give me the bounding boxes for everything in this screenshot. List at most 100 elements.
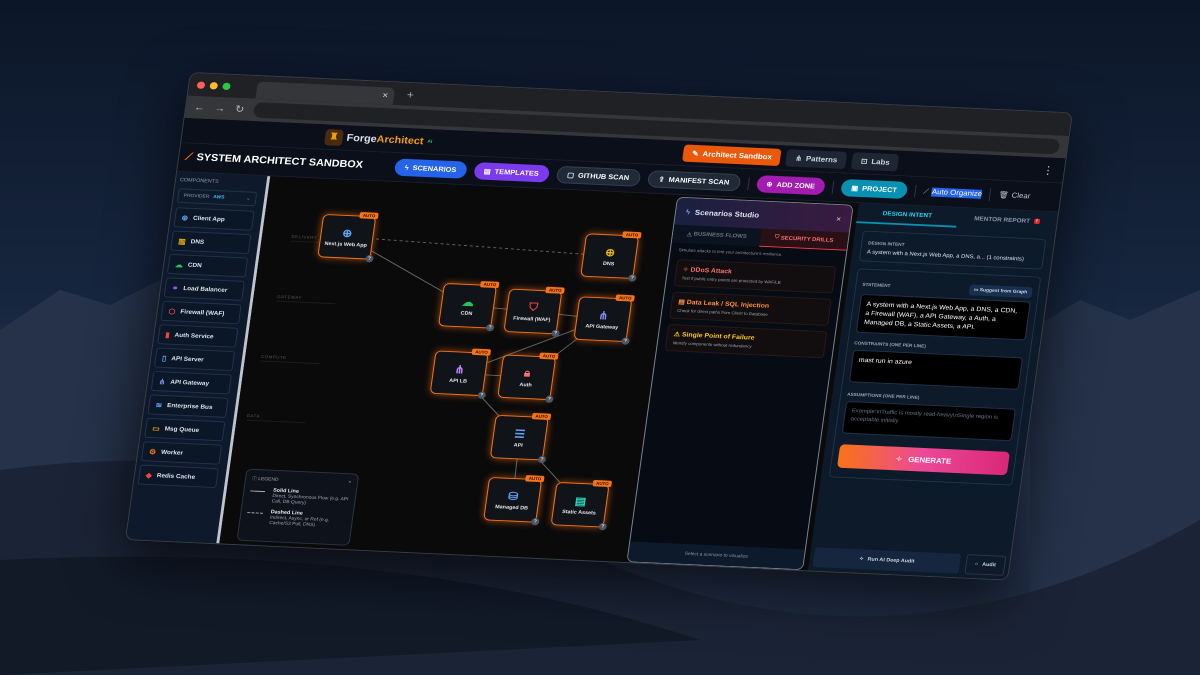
sidebar-item-load-balancer[interactable]: ⚭Load Balancer bbox=[163, 277, 245, 301]
sidebar-item-label: API Gateway bbox=[169, 378, 210, 387]
templates-button[interactable]: ▤TEMPLATES bbox=[472, 162, 550, 183]
sidebar-item-api-gateway[interactable]: ⋔API Gateway bbox=[150, 371, 232, 395]
auto-badge: AUTO bbox=[525, 475, 545, 483]
reload-icon[interactable]: ↻ bbox=[234, 103, 245, 116]
assumptions-textarea[interactable]: Example:\nTraffic is mostly read-heavy\n… bbox=[841, 401, 1016, 442]
nav-labs[interactable]: ⊡Labs bbox=[850, 152, 900, 172]
sidebar-heading: COMPONENTS bbox=[179, 177, 219, 185]
node-db[interactable]: AUTO⛁Managed DB? bbox=[483, 475, 545, 526]
legend-close-icon[interactable]: × bbox=[347, 479, 352, 486]
browser-menu-icon[interactable]: ⋮ bbox=[1041, 163, 1055, 177]
nav-architect-sandbox[interactable]: ✎Architect Sandbox bbox=[682, 144, 782, 167]
component-icon: ☁ bbox=[174, 260, 184, 269]
sidebar-item-label: Firewall (WAF) bbox=[179, 308, 225, 317]
auto-badge: AUTO bbox=[471, 348, 492, 356]
constraints-textarea[interactable]: mast run in azure bbox=[848, 350, 1024, 391]
run-ai-deep-audit-button[interactable]: ✧Run AI Deep Audit bbox=[812, 547, 962, 574]
sidebar-item-label: DNS bbox=[190, 238, 205, 246]
button-icon: ▤ bbox=[483, 167, 492, 176]
page-title-text: SYSTEM ARCHITECT SANDBOX bbox=[195, 152, 364, 171]
drill-icon: ▤ bbox=[677, 299, 686, 306]
component-icon: ◆ bbox=[145, 470, 153, 480]
audit-button[interactable]: ○Audit bbox=[964, 554, 1007, 576]
sidebar-item-auth-service[interactable]: ▮Auth Service bbox=[157, 324, 239, 348]
component-icon: ⚙ bbox=[148, 447, 157, 456]
scenarios-title: Scenarios Studio bbox=[694, 207, 760, 219]
suggest-from-graph-button[interactable]: ▭ Suggest from Graph bbox=[968, 284, 1033, 299]
node-label: API bbox=[513, 442, 524, 449]
node-lb[interactable]: AUTO⋔API LB? bbox=[429, 348, 492, 399]
tab-mentor-report[interactable]: MENTOR REPORT! bbox=[973, 215, 1040, 225]
node-static[interactable]: AUTO▤Static Assets? bbox=[550, 479, 613, 531]
node-gw[interactable]: AUTO⋔API Gateway? bbox=[573, 294, 635, 345]
node-label: CDN bbox=[460, 310, 473, 317]
node-icon: ⛁ bbox=[507, 489, 520, 503]
button-icon: ϟ bbox=[404, 163, 410, 172]
button-label: ADD ZONE bbox=[776, 180, 816, 191]
tab-design-intent[interactable]: DESIGN INTENT bbox=[856, 203, 959, 228]
sidebar-item-worker[interactable]: ⚙Worker bbox=[140, 441, 223, 465]
sidebar-item-label: CDN bbox=[187, 261, 203, 269]
sidebar-item-label: Auth Service bbox=[174, 331, 215, 340]
auto-badge: AUTO bbox=[545, 286, 565, 294]
node-web[interactable]: AUTO⊕Next.js Web App? bbox=[317, 212, 379, 263]
sidebar-item-client-app[interactable]: ⊕Client App bbox=[173, 207, 255, 231]
wand-icon: ⟋ bbox=[184, 151, 194, 163]
sidebar-item-firewall-waf-[interactable]: ⬡Firewall (WAF) bbox=[160, 300, 242, 325]
tab-close-icon[interactable]: × bbox=[381, 90, 389, 101]
provider-value: AWS bbox=[212, 194, 225, 201]
edge-web-dns[interactable] bbox=[346, 236, 611, 257]
statement-textarea[interactable]: A system with a Next.js Web App, a DNS, … bbox=[855, 293, 1031, 341]
node-label: Next.js Web App bbox=[324, 240, 368, 249]
dashed-line-swatch bbox=[245, 512, 263, 526]
auto-badge: AUTO bbox=[359, 212, 379, 220]
provider-label: PROVIDER bbox=[183, 193, 210, 200]
sidebar-item-cdn[interactable]: ☁CDN bbox=[166, 254, 249, 278]
node-dns[interactable]: AUTO⊕DNS? bbox=[580, 231, 642, 282]
maximize-window-button[interactable] bbox=[222, 82, 231, 90]
sidebar-item-label: Client App bbox=[192, 214, 226, 223]
sidebar-item-api-server[interactable]: ▯API Server bbox=[153, 347, 236, 372]
node-label: API Gateway bbox=[585, 323, 619, 331]
component-icon: ⊕ bbox=[181, 213, 189, 222]
sidebar-item-redis-cache[interactable]: ◆Redis Cache bbox=[137, 464, 219, 489]
generate-button[interactable]: ✧GENERATE bbox=[836, 444, 1010, 476]
manifest-scan-button[interactable]: ⇪MANIFEST SCAN bbox=[646, 170, 742, 192]
node-cdn[interactable]: AUTO☁CDN? bbox=[438, 280, 500, 332]
project-button[interactable]: ▣PROJECT bbox=[840, 178, 908, 200]
close-window-button[interactable] bbox=[196, 80, 206, 89]
minimize-window-button[interactable] bbox=[209, 81, 219, 90]
auto-badge: AUTO bbox=[622, 231, 642, 239]
nav-patterns[interactable]: ⋔Patterns bbox=[785, 149, 848, 170]
node-auth[interactable]: AUTO🔒︎Auth? bbox=[497, 352, 559, 403]
component-icon: ▥ bbox=[177, 236, 187, 246]
back-icon[interactable]: ← bbox=[193, 101, 206, 113]
node-icon: 🔒︎ bbox=[523, 366, 532, 380]
close-icon[interactable]: × bbox=[835, 214, 842, 223]
nav-label: Patterns bbox=[805, 154, 838, 165]
sidebar-item-enterprise-bus[interactable]: ≋Enterprise Bus bbox=[147, 394, 229, 418]
node-label: Static Assets bbox=[561, 508, 597, 516]
button-label: MANIFEST SCAN bbox=[668, 175, 730, 187]
node-api[interactable]: AUTO☰API? bbox=[489, 412, 552, 464]
github-scan-button[interactable]: ▢GITHUB SCAN bbox=[555, 165, 642, 187]
sidebar-item-msg-queue[interactable]: ▭Msg Queue bbox=[144, 417, 226, 442]
sidebar-item-dns[interactable]: ▥DNS bbox=[170, 230, 252, 255]
node-icon: ⛉ bbox=[528, 300, 539, 314]
node-label: Managed DB bbox=[494, 504, 529, 511]
sidebar-item-label: Msg Queue bbox=[164, 425, 200, 434]
add-zone-button[interactable]: ⊕ADD ZONE bbox=[755, 175, 827, 196]
new-tab-button[interactable]: + bbox=[406, 87, 415, 101]
forward-icon[interactable]: → bbox=[213, 102, 227, 114]
auto-organize-button[interactable]: ⟋Auto Organize bbox=[922, 186, 983, 199]
component-icon: ≋ bbox=[155, 400, 163, 409]
node-waf[interactable]: AUTO⛉Firewall (WAF)? bbox=[503, 286, 565, 338]
clear-button[interactable]: 🗑︎Clear bbox=[998, 190, 1031, 201]
